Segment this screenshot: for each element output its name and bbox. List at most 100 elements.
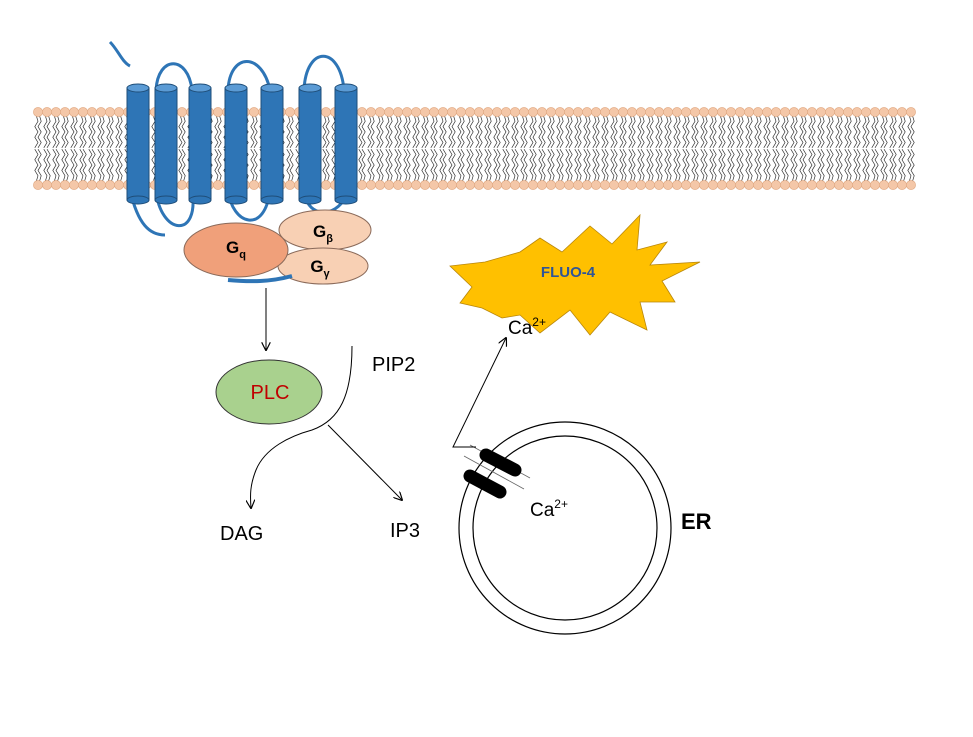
lipid-tail [721, 149, 726, 182]
pip2-label: PIP2 [372, 354, 415, 376]
lipid-tail [55, 115, 60, 148]
lipid-tail [712, 149, 717, 182]
helix-body [154, 87, 178, 201]
lipid-head [483, 180, 493, 190]
lipid-tail [838, 115, 843, 148]
lipid-tail [658, 149, 663, 182]
lipid-head [96, 180, 106, 190]
lipid-tail [793, 149, 798, 182]
lipid-tail [595, 149, 600, 182]
lipid-head [51, 107, 61, 117]
lipid-tail [574, 115, 579, 148]
lipid-head [681, 107, 691, 117]
lipid-tail [619, 149, 624, 182]
calcium-release-arrow [452, 338, 506, 448]
lipid-tail [820, 115, 825, 148]
lipid-tail [520, 115, 525, 148]
lipid-head [321, 180, 331, 190]
lipid-tail [826, 115, 831, 148]
lipid-tail [325, 115, 330, 148]
g-protein: Gq Gβ Gγ [183, 209, 372, 285]
lipid-tail [97, 149, 102, 182]
lipid-tail [865, 149, 870, 182]
lipid-head [807, 180, 817, 190]
lipid-head [78, 180, 88, 190]
lipid-head [771, 180, 781, 190]
lipid-tail [586, 115, 591, 148]
lipid-tail [397, 115, 402, 148]
lipid-head [546, 107, 556, 117]
lipid-tail [367, 115, 372, 148]
lipid-head [483, 107, 493, 117]
lipid-head [519, 180, 529, 190]
lipid-tail [289, 149, 294, 182]
lipid-tail [790, 115, 795, 148]
lipid-head [645, 107, 655, 117]
lipid-head [87, 180, 97, 190]
lipid-head [492, 180, 502, 190]
lipid-tail [289, 115, 294, 148]
lipid-head [528, 107, 538, 117]
lipid-head [87, 107, 97, 117]
lipid-head [465, 180, 475, 190]
lipid-head [654, 107, 664, 117]
lipid-tail [109, 149, 114, 182]
lipid-tail [565, 115, 570, 148]
lipid-head [798, 180, 808, 190]
lipid-tail [538, 115, 543, 148]
helix-body [188, 87, 212, 201]
lipid-tail [214, 149, 219, 182]
lipid-tail [430, 149, 435, 182]
lipid-tail [79, 149, 84, 182]
lipid-tail [727, 149, 732, 182]
lipid-tail [856, 115, 861, 148]
lipid-head [897, 180, 907, 190]
lipid-tail [817, 115, 822, 148]
lipid-tail [646, 149, 651, 182]
lipid-tail [385, 115, 390, 148]
lipid-tail [496, 149, 501, 182]
lipid-head [600, 107, 610, 117]
helix-top [154, 83, 178, 93]
lipid-tail [736, 149, 741, 182]
lipid-tail [505, 149, 510, 182]
lipid-tail [322, 115, 327, 148]
lipid-tail [667, 149, 672, 182]
lipid-tail [532, 115, 537, 148]
lipid-tail [421, 149, 426, 182]
lipid-tail [79, 115, 84, 148]
lipid-tail [460, 115, 465, 148]
lipid-tail [883, 115, 888, 148]
lipid-head [366, 180, 376, 190]
channel-subunit [463, 469, 507, 499]
lipid-tail [610, 115, 615, 148]
channel-pore-line [463, 455, 525, 490]
lipid-tail [820, 149, 825, 182]
lipid-tail [514, 149, 519, 182]
lipid-tail [709, 115, 714, 148]
lipid-tail [424, 115, 429, 148]
lipid-head [906, 107, 916, 117]
lipid-tail [604, 149, 609, 182]
lipid-head [618, 107, 628, 117]
lipid-head [699, 107, 709, 117]
lipid-head [60, 107, 70, 117]
helix-top [188, 83, 212, 93]
lipid-head [861, 180, 871, 190]
lipid-tail [655, 115, 660, 148]
lipid-tail [433, 115, 438, 148]
lipid-tail [37, 149, 42, 182]
lipid-tail [208, 149, 213, 182]
lipid-head [528, 180, 538, 190]
lipid-tail [811, 149, 816, 182]
lipid-head [744, 180, 754, 190]
lipid-tail [664, 149, 669, 182]
lipid-tail [871, 149, 876, 182]
lipid-head [177, 107, 187, 117]
lipid-head [852, 180, 862, 190]
lipid-tail [763, 149, 768, 182]
lipid-tail [367, 149, 372, 182]
lipid-head [618, 180, 628, 190]
lipid-tail [799, 149, 804, 182]
lipid-tail [667, 115, 672, 148]
